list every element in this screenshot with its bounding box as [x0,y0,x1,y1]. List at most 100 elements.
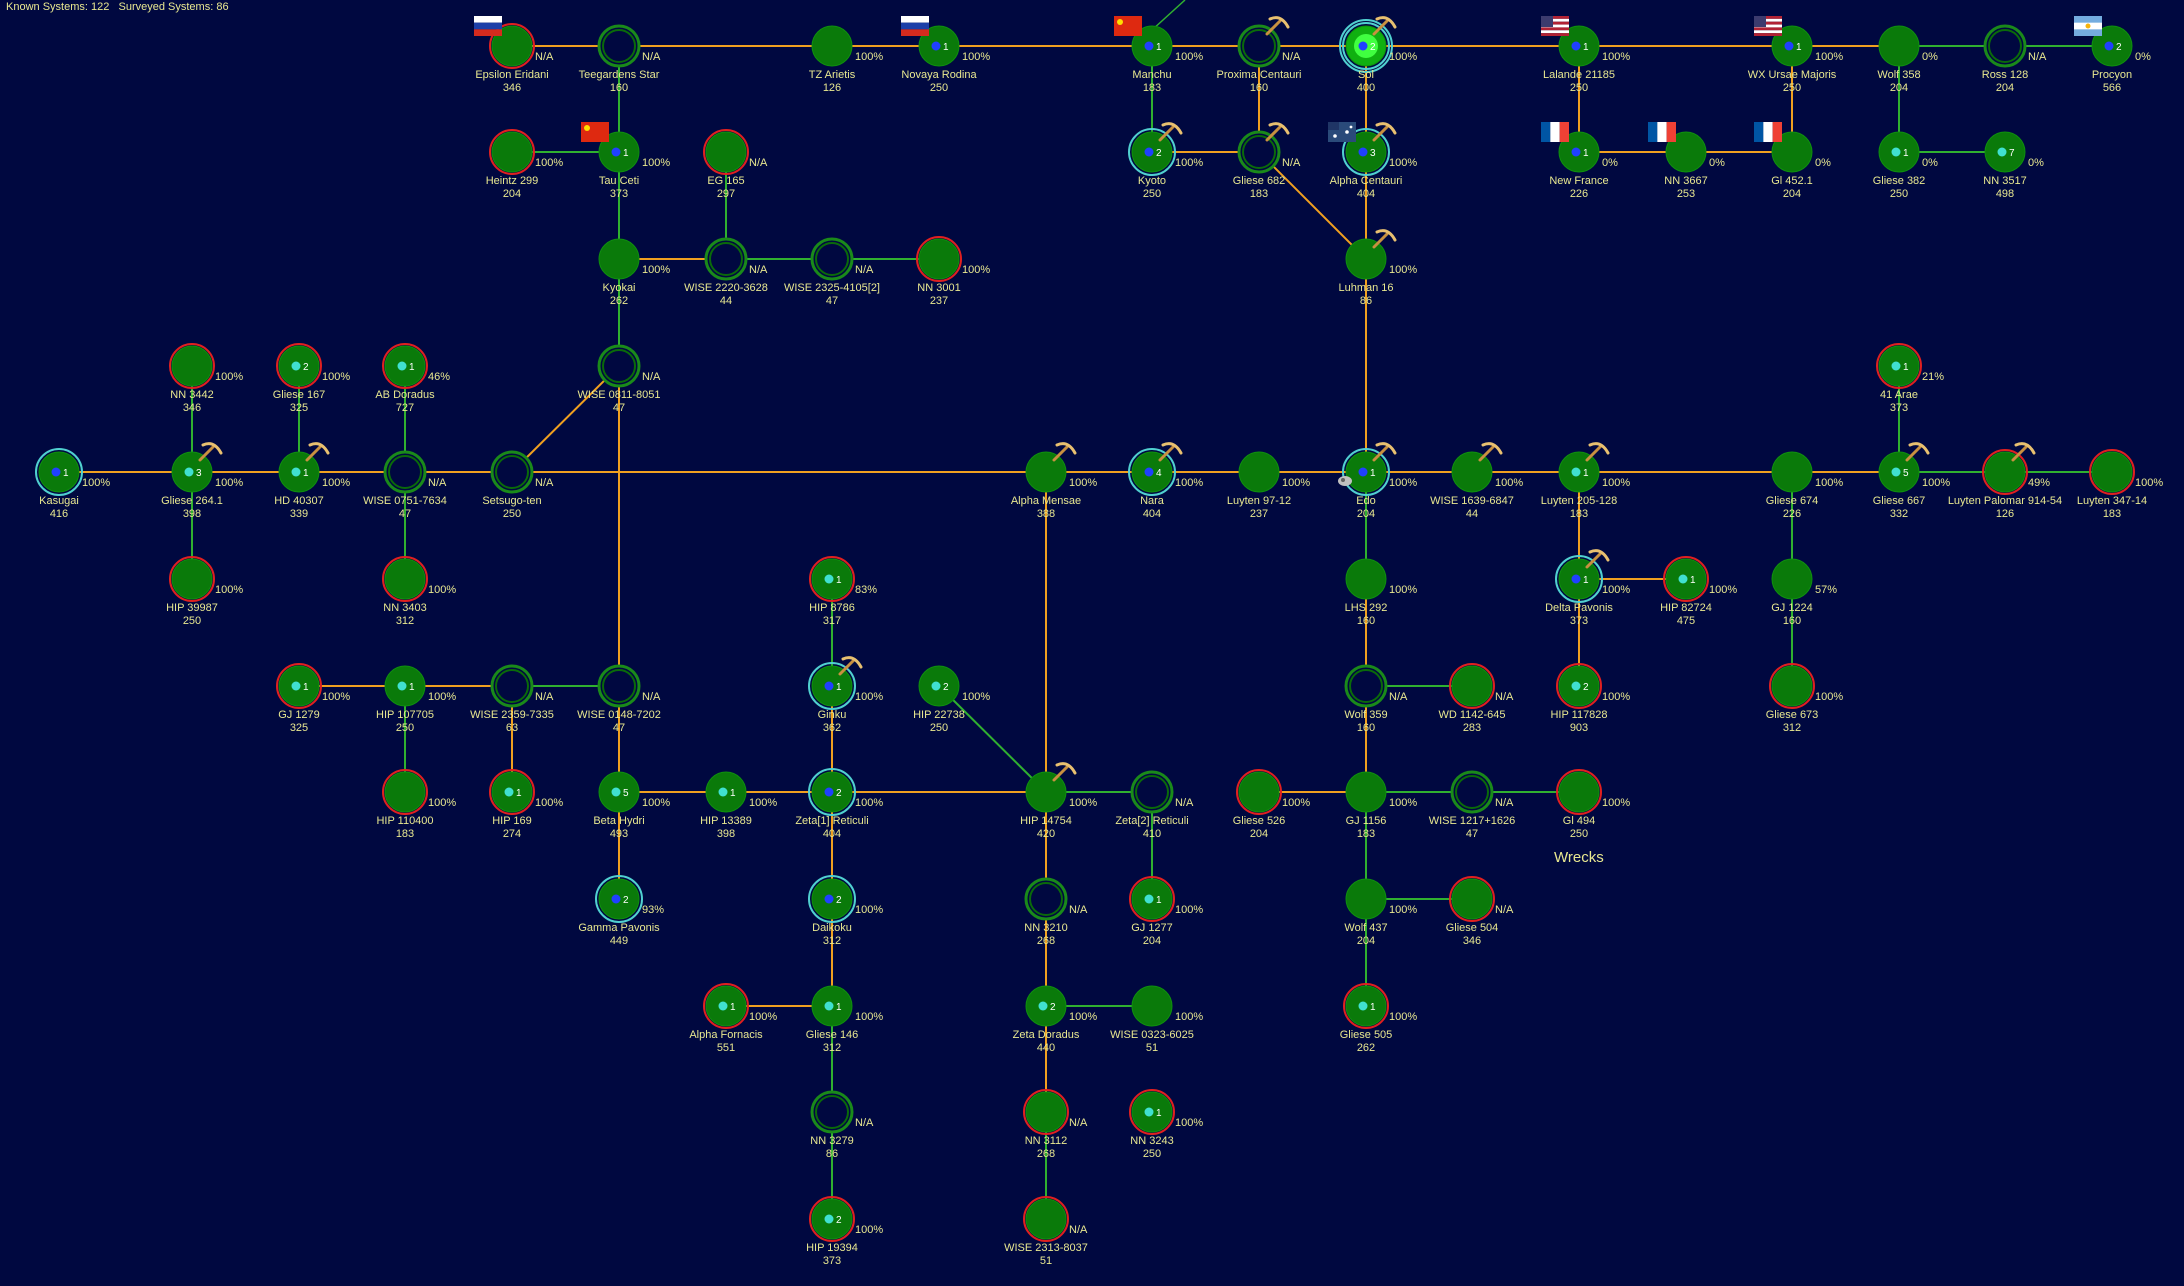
population-count: 1 [623,148,629,159]
system-value: 86 [1360,295,1372,307]
fleet-icon[interactable] [1338,476,1352,486]
system-value: 237 [930,295,948,307]
population-dot [1571,147,1581,157]
system-body [1451,665,1493,707]
hostile-ring [1129,1089,1175,1135]
